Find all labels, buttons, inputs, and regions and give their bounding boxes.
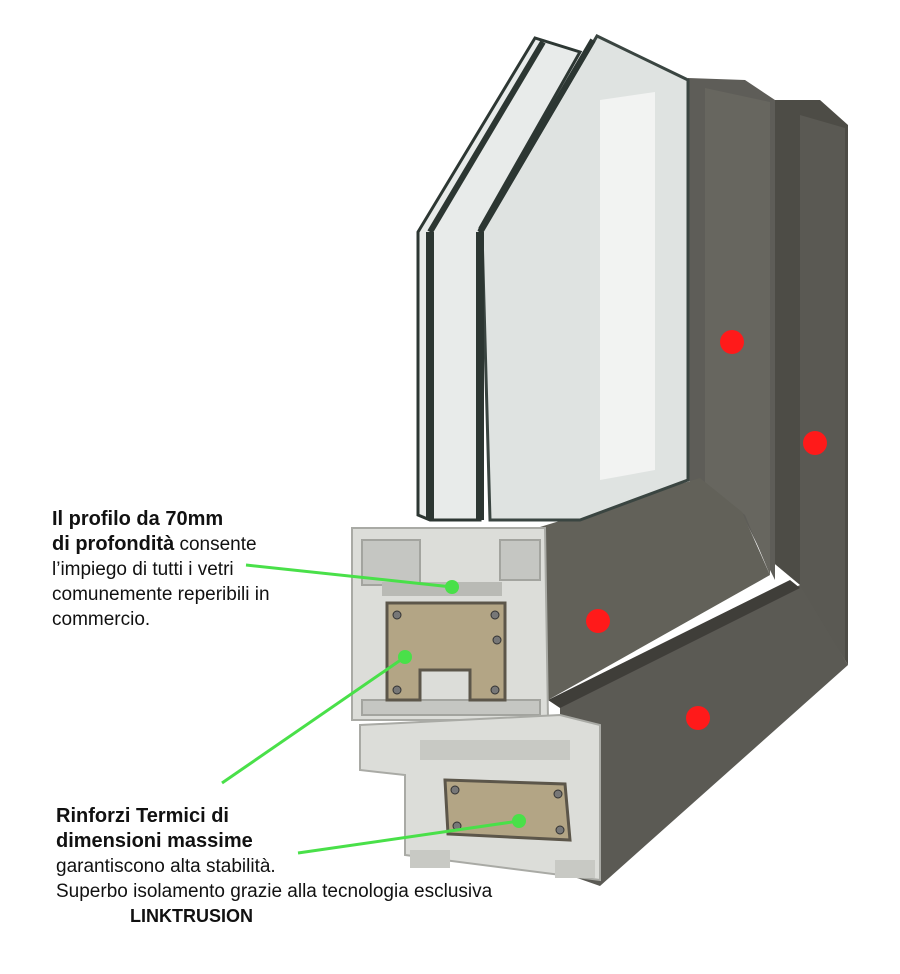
leader-endpoint: [512, 814, 526, 828]
red-dot-marker: [686, 706, 710, 730]
callout-profile-title-2: di profondità: [52, 533, 175, 555]
frame-bottom-outer-top: [548, 580, 800, 708]
sash-glazing-bead: [382, 582, 502, 596]
callout-profile-title-1: Il profilo da 70mm: [52, 508, 224, 530]
callout-reinforcement-text-1: garantiscono alta stabilità.: [56, 856, 276, 877]
callout-leaders: [221, 563, 526, 855]
red-dot-marker: [586, 609, 610, 633]
callout-profile-text-1: consente: [174, 534, 257, 555]
callout-profile-depth: Il profilo da 70mm di profondità consent…: [52, 507, 292, 632]
frame-foot: [410, 850, 450, 868]
frame-bottom-outer: [560, 585, 848, 886]
brand-linktrusion: LINKTRUSION: [130, 906, 253, 926]
frame-bottom-sash: [540, 478, 770, 700]
glass-pane-back-inner: [600, 92, 655, 480]
leader-line-profile: [245, 563, 453, 589]
callout-reinforcement-text-2: Superbo isolamento grazie alla tecnologi…: [56, 881, 493, 902]
leader-line-reinforcement-sash: [221, 655, 406, 785]
double-glazing: [416, 34, 690, 565]
red-dot-marker: [720, 330, 744, 354]
frame-profile-section: [359, 713, 601, 882]
sash-thermal-reinforcement: [385, 601, 507, 702]
callout-thermal-reinforcement: Rinforzi Termici di dimensioni massime g…: [56, 804, 516, 929]
glass-edge-line: [477, 38, 596, 234]
frame-foot: [555, 860, 595, 878]
callout-profile-text-2: l’impiego di tutti i vetri comunemente r…: [52, 559, 270, 630]
red-dot-marker: [803, 431, 827, 455]
reinforcement-screws: [392, 610, 502, 695]
sash-profile-section: [351, 527, 550, 721]
frame-pvc-strip: [420, 740, 570, 760]
leader-endpoint: [398, 650, 412, 664]
red-dot-markers: [586, 330, 827, 730]
leader-line-reinforcement-frame: [297, 819, 520, 855]
leader-endpoint: [445, 580, 459, 594]
glass-edge-line: [427, 40, 546, 234]
frame-thermal-reinforcement: [443, 778, 572, 842]
reinforcement-screws: [450, 785, 565, 835]
callout-reinforcement-title-2: dimensioni massime: [56, 830, 253, 852]
frame-vertical-outer-face: [800, 115, 845, 660]
callout-reinforcement-title-1: Rinforzi Termici di: [56, 805, 229, 827]
